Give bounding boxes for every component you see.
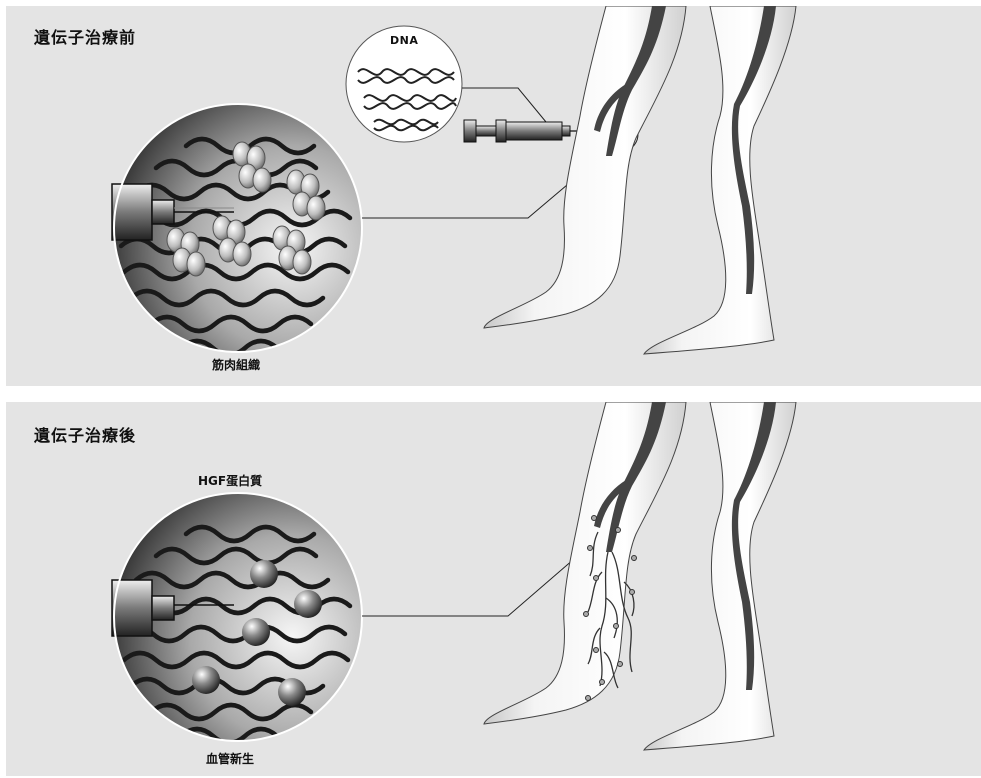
- hgf-protein-label: HGF蛋白質: [198, 472, 262, 489]
- after-illustration: [6, 402, 981, 776]
- before-illustration: [6, 6, 981, 386]
- muscle-tissue-magnifier: [112, 104, 362, 355]
- dna-label: DNA: [390, 34, 418, 47]
- muscle-tissue-label: 筋肉組織: [212, 356, 260, 373]
- angiogenesis-magnifier: [112, 493, 362, 743]
- legs-illustration: [484, 6, 796, 354]
- panel-before-treatment: 遺伝子治療前: [6, 6, 981, 386]
- dna-leader-line: [462, 88, 546, 122]
- angiogenesis-label: 血管新生: [206, 750, 254, 767]
- magnifier-leader-line-after: [362, 540, 596, 616]
- panel-after-treatment: 遺伝子治療後: [6, 402, 981, 776]
- legs-illustration-after: [484, 402, 796, 750]
